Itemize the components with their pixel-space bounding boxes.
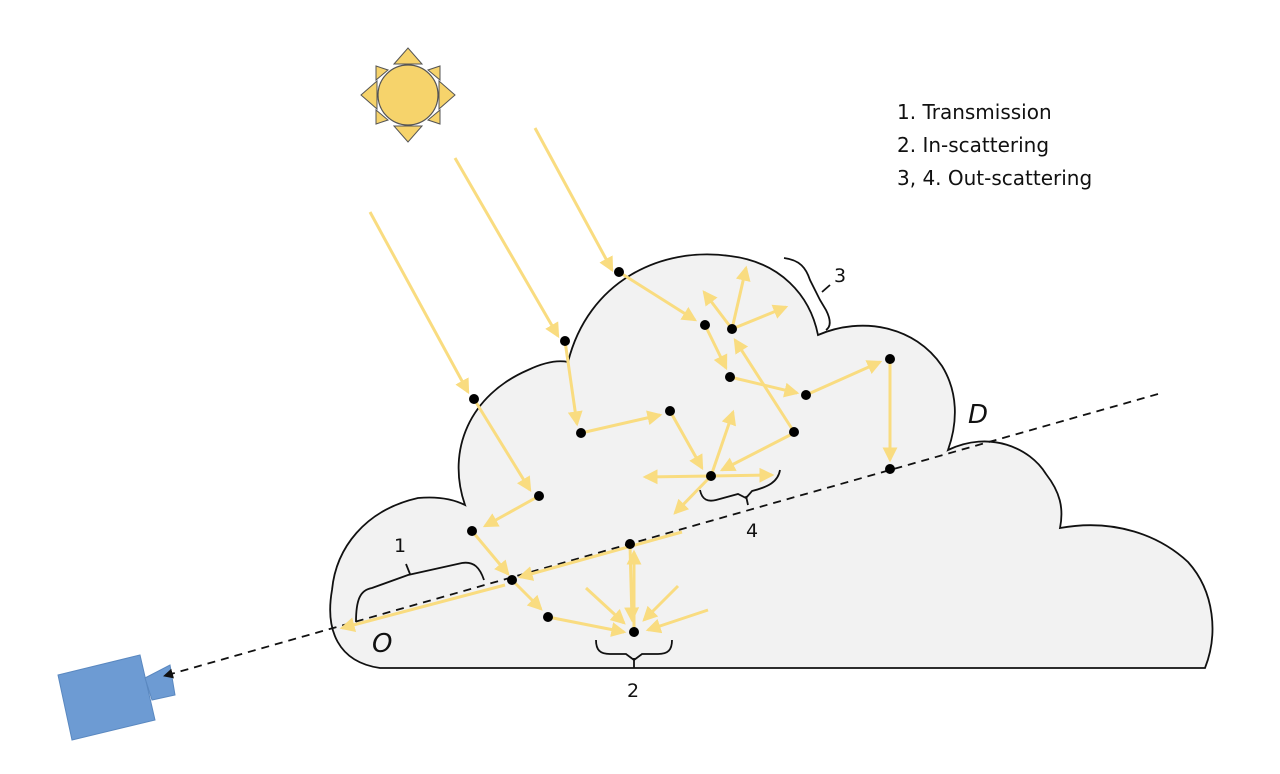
scatter-point <box>725 372 735 382</box>
brace-1 <box>355 561 485 623</box>
label-point-o: O <box>372 629 392 659</box>
scatter-arrow <box>510 578 543 611</box>
brace-1-tick <box>405 563 411 575</box>
legend-item-transmission: 1. Transmission <box>897 100 1052 124</box>
cloud-shape <box>329 253 1214 669</box>
legend-item-out-scattering: 3, 4. Out-scattering <box>897 166 1093 190</box>
legend-item-in-scattering: 2. In-scattering <box>897 133 1050 157</box>
label-bracket-4: 4 <box>746 520 758 542</box>
camera-icon <box>57 654 176 741</box>
in-scatter-arrow <box>642 584 680 622</box>
sun-icon <box>360 47 456 143</box>
scatter-arrow <box>703 324 728 371</box>
brace-3-tick <box>821 284 831 293</box>
incoming-sun-rays <box>368 127 614 395</box>
scatter-point <box>885 464 895 474</box>
transmission-arrow <box>517 530 683 581</box>
scatter-point <box>706 471 716 481</box>
scatter-point <box>629 627 639 637</box>
scatter-point <box>560 336 570 346</box>
scatter-arrow <box>805 360 883 397</box>
out-scatter-arrow <box>710 467 775 483</box>
scatter-point <box>789 427 799 437</box>
label-bracket-2: 2 <box>627 680 639 702</box>
scatter-point <box>727 324 737 334</box>
out-scatter-arrow <box>702 290 734 330</box>
out-scatter-arrow <box>709 409 736 477</box>
scatter-arrow <box>719 431 795 472</box>
out-scatter-arrow <box>673 474 713 515</box>
scatter-point <box>665 406 675 416</box>
scatter-point <box>576 428 586 438</box>
scatter-arrow <box>580 410 663 435</box>
sun-ray <box>533 127 614 273</box>
scatter-point <box>885 354 895 364</box>
scatter-point <box>467 526 477 536</box>
scattering-paths <box>339 265 898 637</box>
scatter-point <box>534 491 544 501</box>
scatter-point <box>625 539 635 549</box>
scatter-point <box>543 612 553 622</box>
braces <box>355 257 831 668</box>
view-ray <box>163 393 1159 679</box>
scattering-points <box>467 267 895 637</box>
scatter-point <box>614 267 624 277</box>
scatter-arrow <box>482 494 540 528</box>
scatter-arrow <box>470 530 510 576</box>
label-bracket-1: 1 <box>394 535 406 557</box>
scatter-point <box>801 390 811 400</box>
brace-3 <box>783 257 831 331</box>
scatter-arrow <box>618 270 698 322</box>
scatter-arrow <box>547 615 627 637</box>
brace-4-tick <box>745 495 749 506</box>
in-scatter-arrow <box>624 544 640 623</box>
out-scatter-arrow <box>730 265 751 330</box>
scatter-arrow <box>733 337 796 433</box>
in-scatter-arrow <box>645 608 709 634</box>
sun-ray <box>453 157 560 339</box>
scatter-arrow <box>472 398 532 493</box>
legend: 1. Transmission 2. In-scattering 3, 4. O… <box>897 96 1092 195</box>
label-bracket-3: 3 <box>834 265 846 287</box>
brace-4 <box>699 469 781 502</box>
scatter-arrow <box>563 340 583 427</box>
in-scatter-arrow <box>584 586 626 625</box>
label-point-d: D <box>968 400 988 430</box>
scatter-point <box>507 575 517 585</box>
out-scatter-arrow <box>642 469 712 485</box>
scatter-point <box>469 394 479 404</box>
transmission-arrow <box>339 583 506 633</box>
sun-ray <box>368 211 470 395</box>
out-scatter-arrow <box>731 304 789 331</box>
scatter-point <box>700 320 710 330</box>
scatter-arrow <box>668 410 704 471</box>
